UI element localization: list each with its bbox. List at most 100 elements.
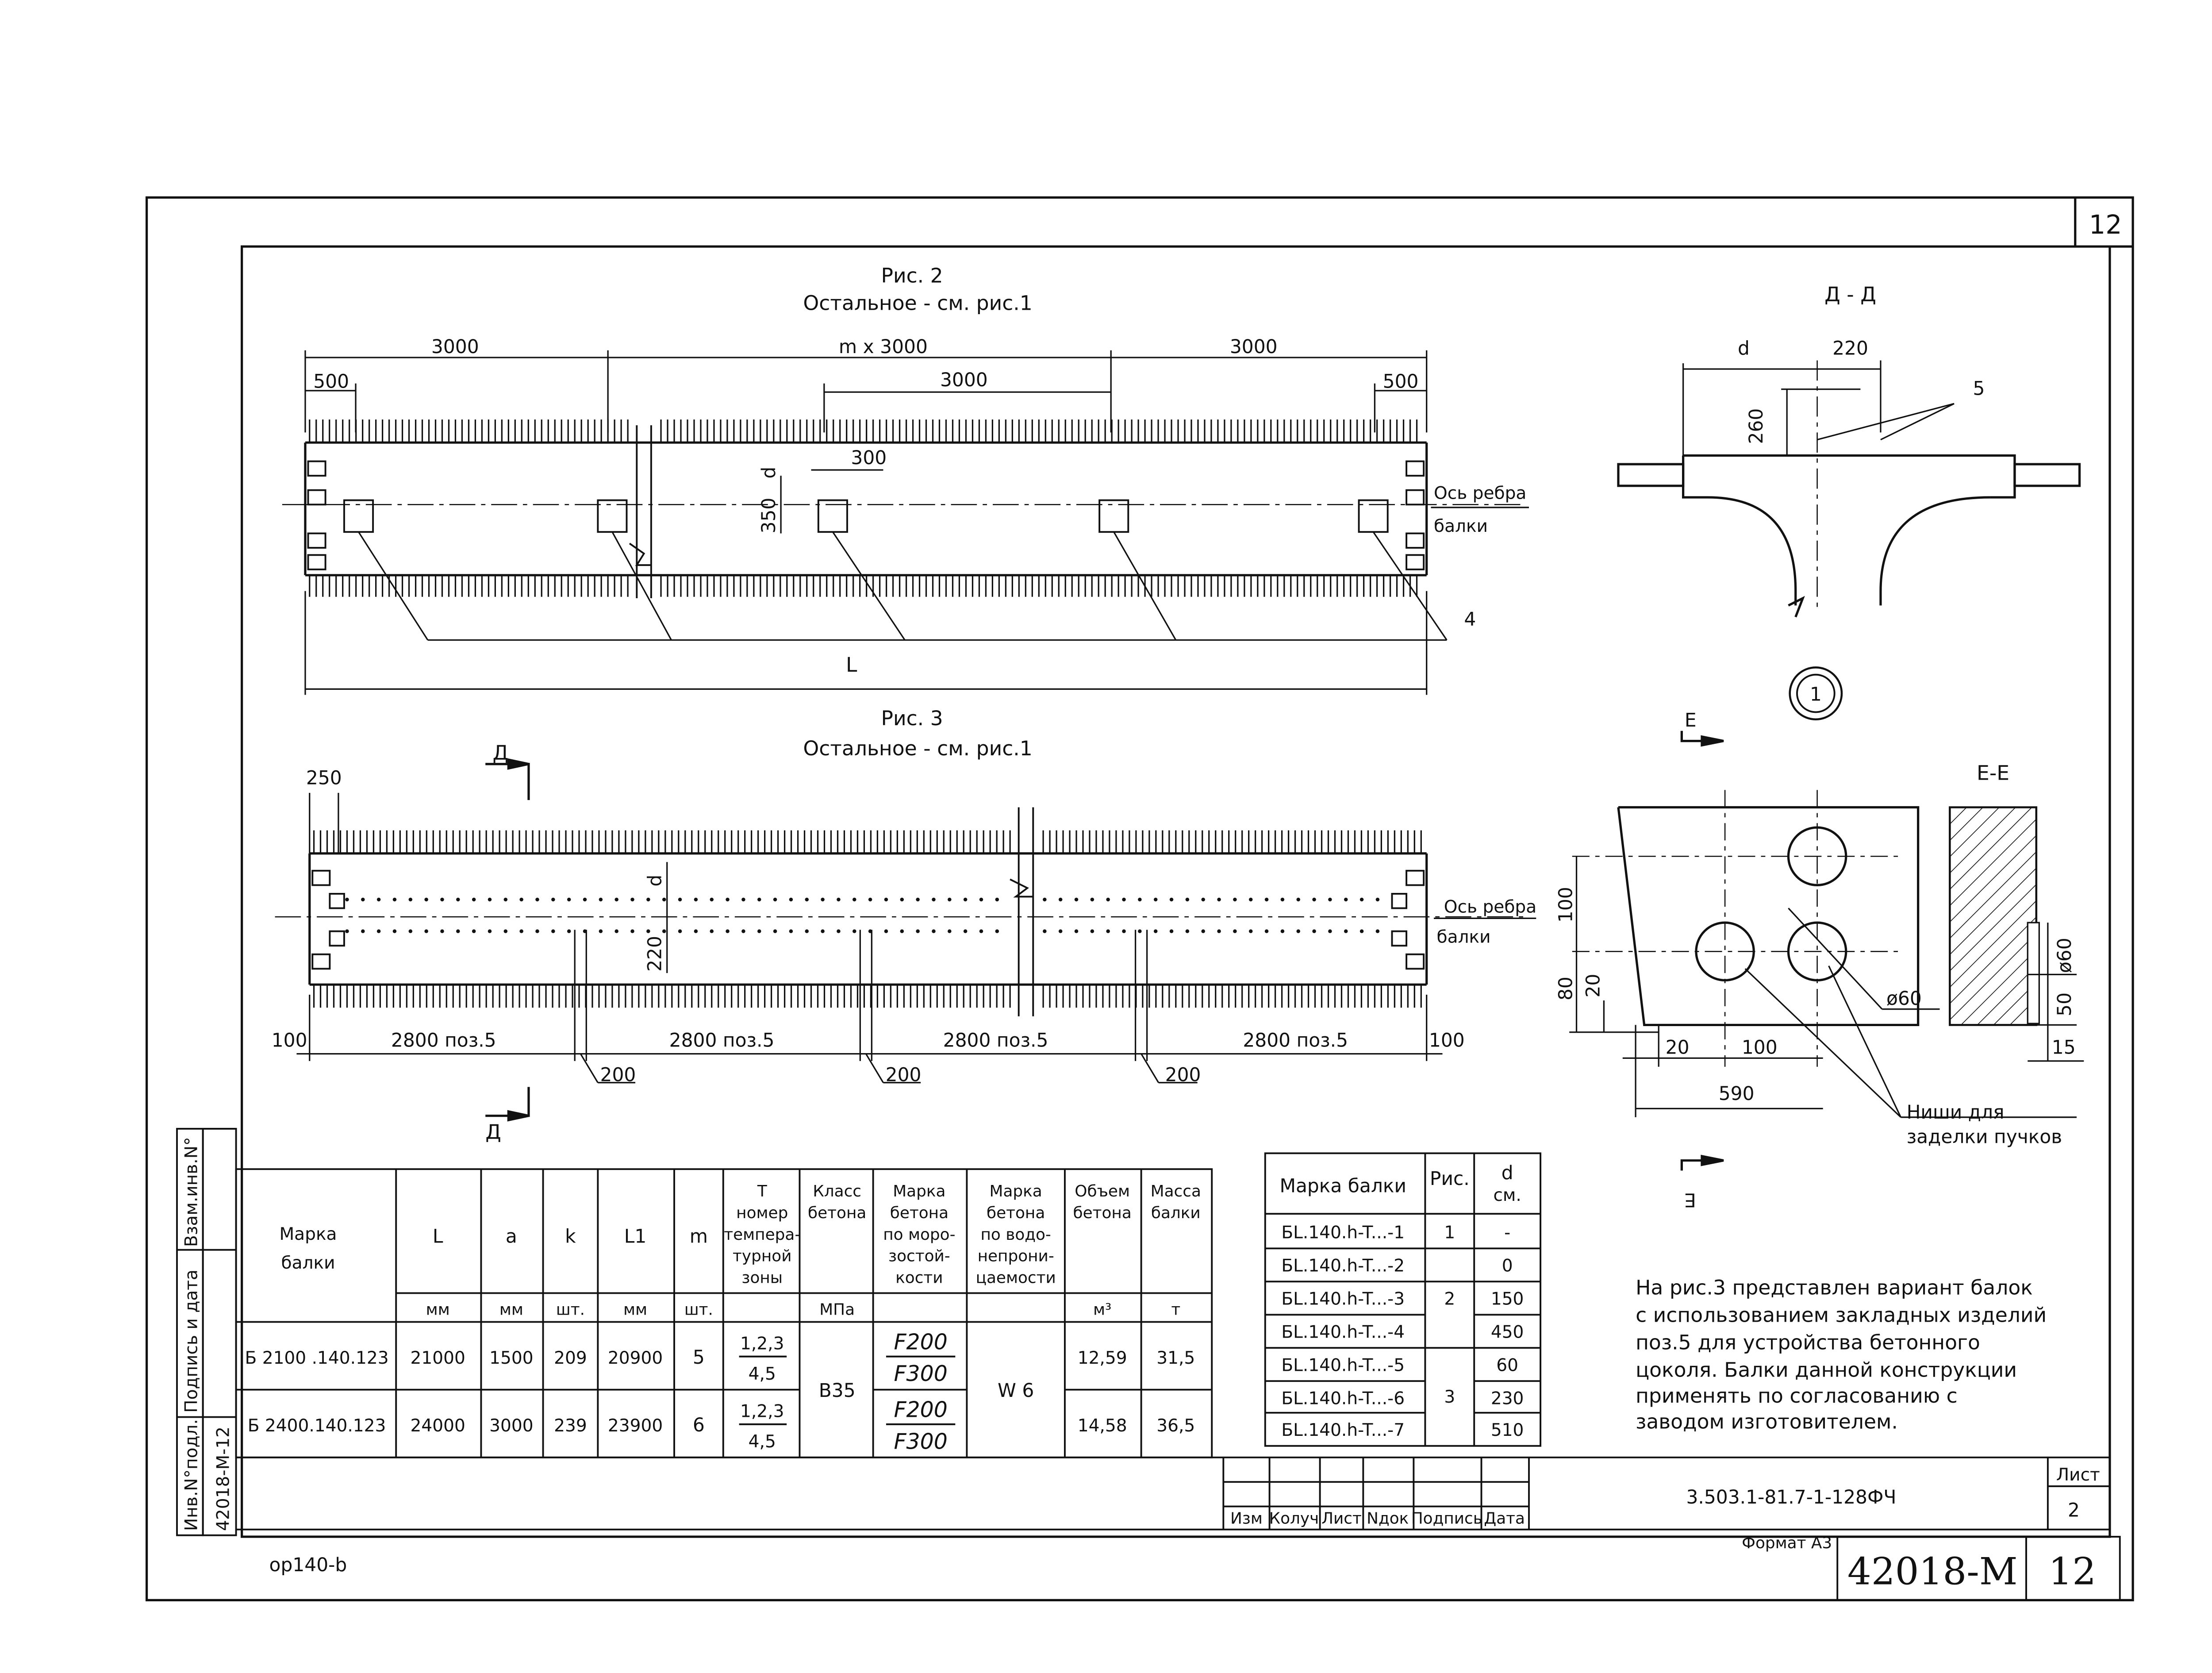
strand-dot: [408, 929, 413, 933]
section-dd-dim-260: 260: [1745, 408, 1767, 444]
strand-dot: [1043, 929, 1047, 933]
strand-dot: [963, 929, 968, 933]
main-th-marka-1: Марка: [279, 1224, 337, 1244]
tb-header-data: Дата: [1484, 1510, 1525, 1528]
strand-dot: [1153, 897, 1158, 902]
strand-dot: [583, 897, 587, 902]
strand-dot: [1233, 929, 1237, 933]
strand-dot: [948, 897, 952, 902]
strand-dot: [1043, 897, 1047, 902]
strand-dot: [1359, 929, 1364, 933]
section-ee-dim-100-v: 100: [1555, 887, 1577, 923]
strand-dot: [1185, 929, 1190, 933]
fig2-leaders: [358, 469, 1529, 641]
fig3-hatch-top: [313, 830, 1422, 854]
strand-dot: [535, 929, 539, 933]
strand-dot: [1296, 897, 1300, 902]
cell-marka: Б 2100 .140.123: [245, 1348, 388, 1368]
main-table-units: мм мм шт. мм шт. МПа м³ т: [426, 1300, 1181, 1319]
small-th-marka: Марка балки: [1279, 1175, 1406, 1196]
strand-dot: [567, 897, 571, 902]
strand-dot: [535, 897, 539, 902]
fig2-subtitle: Остальное - см. рис.1: [803, 291, 1032, 315]
unit-L: мм: [426, 1300, 450, 1319]
sheet-number: 2: [2068, 1499, 2080, 1521]
main-th-L: L: [433, 1225, 443, 1247]
fig3-dim-100-right: 100: [1429, 1029, 1465, 1051]
small-cell-d: 150: [1491, 1289, 1524, 1309]
section-dd-circle-number: 1: [1810, 683, 1822, 705]
section-ee-title: Е-Е: [1977, 762, 2009, 785]
cell-f-den: F300: [894, 1429, 947, 1454]
main-table-grid: [235, 1168, 1213, 1458]
strand-dot: [345, 897, 349, 902]
cell-concrete-class: B35: [819, 1380, 856, 1401]
section-dd-dim-d: d: [1738, 337, 1750, 359]
strand-dot: [757, 929, 761, 933]
section-ee-center-lines: [1572, 790, 1904, 1067]
corner-sheet-number: 12: [2089, 210, 2122, 240]
fig3-break: [1010, 807, 1034, 1016]
strand-dot: [1375, 929, 1380, 933]
tb-header-podpis: Подпись: [1411, 1510, 1482, 1528]
fig2-dim-end-right: 500: [1383, 370, 1419, 392]
fig2-hatch-bottom: [309, 575, 1418, 597]
strand-dot: [1138, 897, 1142, 902]
strand-dot: [440, 897, 444, 902]
strand-dot: [1264, 929, 1269, 933]
strand-dot: [916, 929, 920, 933]
cell-a: 3000: [489, 1416, 533, 1436]
strand-dot: [376, 929, 381, 933]
fig3-gap-3: 200: [1165, 1064, 1201, 1085]
cell-k: 239: [554, 1416, 587, 1436]
main-th-m: m: [690, 1225, 708, 1247]
strand-dot: [472, 897, 476, 902]
note-line-1: На рис.3 представлен вариант балок: [1636, 1276, 2033, 1300]
strand-dot: [1169, 897, 1174, 902]
note-line-2: с использованием закладных изделий: [1636, 1304, 2047, 1327]
strand-dot: [757, 897, 761, 902]
strand-dot: [1074, 897, 1079, 902]
small-cell-marka: БL.140.h-T...-6: [1281, 1388, 1405, 1408]
small-table-rows: БL.140.h-T...-1 - БL.140.h-T...-2 0 БL.1…: [1281, 1223, 1524, 1440]
strand-dot: [392, 929, 397, 933]
format-label: Формат A3: [1742, 1534, 1832, 1552]
strand-dot: [884, 897, 888, 902]
fig2-dim-300: 300: [851, 447, 887, 469]
strand-dot: [361, 897, 365, 902]
cell-t-den: 4,5: [749, 1364, 776, 1384]
section-ee-mark-bottom: Е: [1684, 1189, 1696, 1211]
strand-dot: [551, 929, 555, 933]
main-th-k: k: [565, 1225, 576, 1247]
strand-dot: [821, 929, 825, 933]
side-inv-label: Инв.N°подл.: [182, 1419, 202, 1531]
unit-class: МПа: [819, 1300, 855, 1319]
side-sign-date-label: Подпись и дата: [182, 1269, 202, 1413]
small-cell-marka: БL.140.h-T...-5: [1281, 1355, 1405, 1375]
small-cell-fig-2: 2: [1444, 1289, 1455, 1309]
section-dd-title: Д - Д: [1824, 283, 1876, 306]
small-cell-marka: БL.140.h-T...-1: [1281, 1223, 1405, 1243]
strand-dot: [995, 929, 999, 933]
cell-volume: 14,58: [1078, 1416, 1127, 1436]
strand-dot: [710, 897, 714, 902]
cell-f-den: F300: [894, 1361, 947, 1386]
fig3-axis-label-2: балки: [1436, 927, 1490, 947]
fig2-dim-inner: 3000: [940, 369, 988, 391]
strand-dot: [614, 929, 618, 933]
section-ee-shape: [1617, 806, 1920, 1027]
small-cell-d: 450: [1491, 1322, 1524, 1342]
fig3-dim-d: d: [644, 875, 666, 887]
fig2-dim-right: 3000: [1230, 336, 1278, 358]
unit-a: мм: [499, 1300, 523, 1319]
small-cell-fig-1: 1: [1444, 1223, 1455, 1243]
cell-L: 21000: [411, 1348, 465, 1368]
strand-dot: [979, 929, 983, 933]
strand-dot: [1058, 897, 1063, 902]
section-ee-note-2: заделки пучков: [1907, 1126, 2062, 1148]
fig3-span-3: 2800 поз.5: [943, 1029, 1048, 1051]
strand-dot: [472, 929, 476, 933]
